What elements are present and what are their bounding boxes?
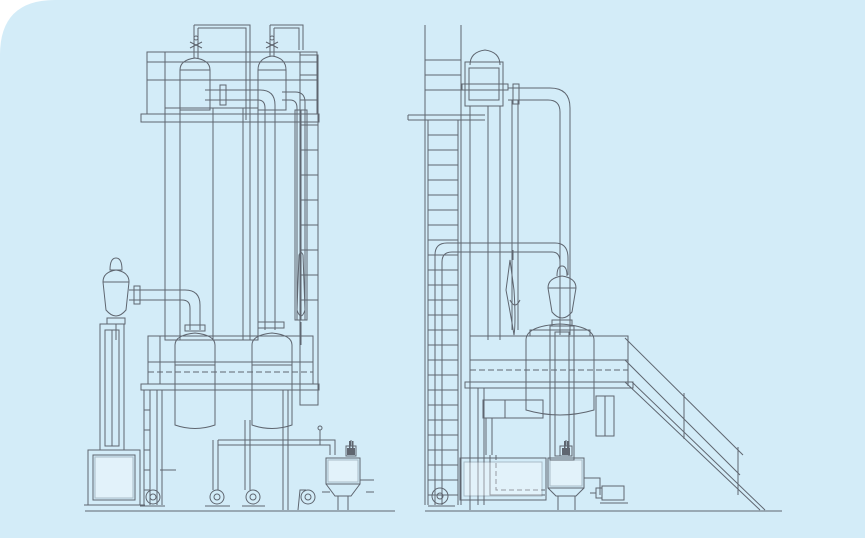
agitator-motors bbox=[347, 441, 570, 455]
top-platform-left bbox=[140, 113, 320, 123]
ladder-left bbox=[299, 54, 319, 406]
separator-pipe-left bbox=[129, 285, 206, 332]
big-pipes-right bbox=[508, 83, 571, 335]
column-2 bbox=[212, 55, 287, 341]
bottom-equipment-right bbox=[459, 388, 547, 505]
tall-ladder-right bbox=[407, 25, 485, 505]
highlight-fills bbox=[94, 456, 583, 499]
top-pipes-left bbox=[189, 24, 304, 120]
connecting-pipes-left bbox=[205, 84, 306, 330]
left-evaporator-unit bbox=[84, 24, 395, 512]
separator-pipe-right bbox=[434, 242, 569, 505]
column-right bbox=[461, 49, 509, 510]
mixing-tank-left bbox=[322, 440, 374, 510]
support-legs-left bbox=[156, 390, 336, 510]
separator-left bbox=[99, 257, 130, 451]
side-ladder-left bbox=[143, 390, 176, 505]
pumps-left bbox=[140, 489, 316, 511]
level-gauge-right bbox=[505, 250, 516, 336]
middle-platform-left bbox=[140, 335, 320, 391]
pumps-right bbox=[428, 485, 628, 507]
control-box-left bbox=[84, 449, 145, 506]
lower-tanks-left bbox=[174, 321, 293, 429]
stairs-right bbox=[624, 336, 766, 511]
right-evaporator-unit bbox=[407, 25, 782, 512]
lower-vessel-right bbox=[525, 323, 615, 437]
mixing-tank-right bbox=[547, 440, 601, 510]
